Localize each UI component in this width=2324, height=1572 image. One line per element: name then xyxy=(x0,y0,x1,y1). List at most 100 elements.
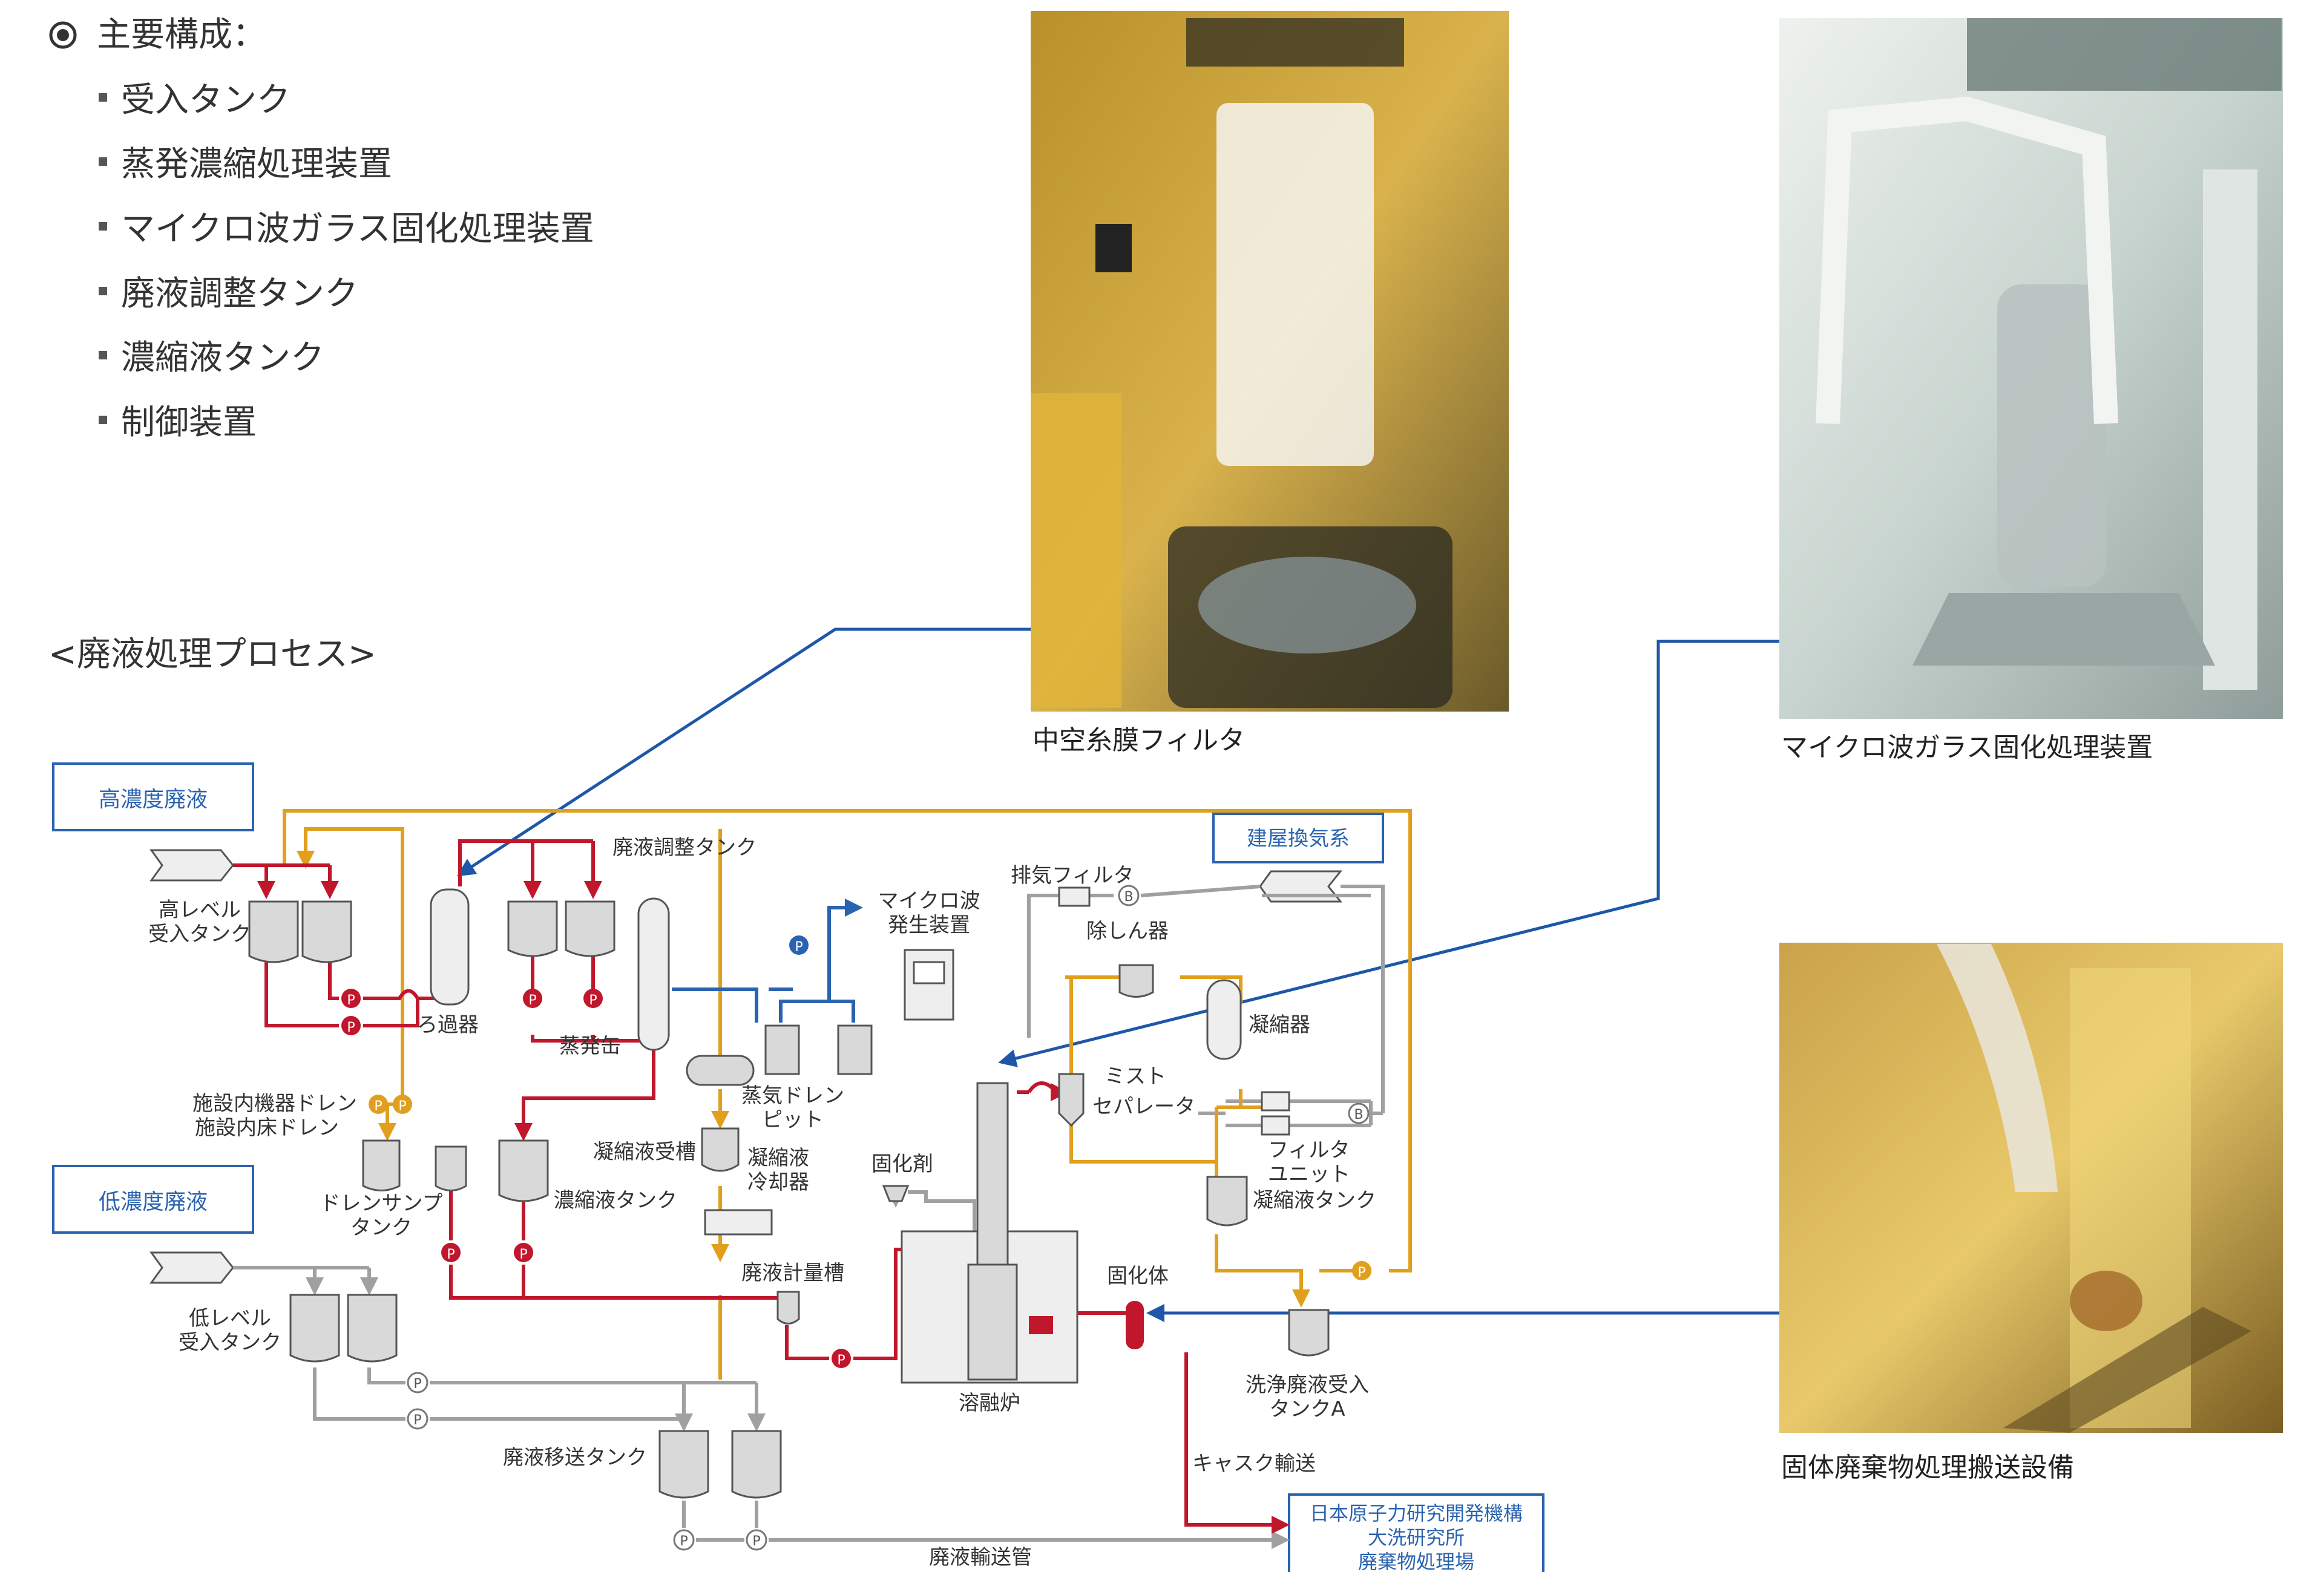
pump-icon: P xyxy=(523,989,542,1008)
photo-caption-microwave: マイクロ波ガラス固化処理装置 xyxy=(1781,732,2153,763)
label-hl-tank: 高レベル xyxy=(159,898,241,922)
high-level-lines xyxy=(233,839,1290,1534)
microwave-generator xyxy=(904,949,954,1021)
box-low-waste: 低濃度廃液 xyxy=(52,1165,254,1234)
list-item: 蒸発濃縮処理装置 xyxy=(121,145,392,184)
box-low-label: 低濃度廃液 xyxy=(99,1190,208,1214)
label-dehum: 除しん器 xyxy=(1086,919,1169,943)
photo-caption-filter: 中空糸膜フィルタ xyxy=(1032,725,1245,756)
pump-icon: P xyxy=(583,989,603,1008)
label-wash-1: 洗浄廃液受入 xyxy=(1246,1373,1369,1397)
pump-icon: P xyxy=(1352,1261,1371,1280)
label-melter: 溶融炉 xyxy=(959,1391,1020,1415)
pump-icon: P xyxy=(407,1408,428,1430)
svg-text:P: P xyxy=(528,993,536,1008)
svg-text:P: P xyxy=(837,1353,845,1368)
pump-icon: P xyxy=(514,1243,533,1262)
blower-icon: B xyxy=(1118,885,1140,906)
blower-icon: B xyxy=(1348,1102,1370,1124)
label-wash-2: タンクA xyxy=(1269,1397,1345,1421)
condenser xyxy=(1206,979,1242,1060)
svg-text:P: P xyxy=(413,1413,421,1428)
filter-unit xyxy=(1058,886,1290,1136)
dest-line-1: 日本原子力研究開発機構 xyxy=(1310,1502,1523,1525)
pump-icon: P xyxy=(832,1349,851,1368)
pump-icon: P xyxy=(393,1095,412,1114)
inlet-arrow-low-icon xyxy=(149,1251,234,1284)
drain-sump-tank xyxy=(362,1139,401,1191)
pump-icon: P xyxy=(341,1016,361,1035)
list-bullet-icon xyxy=(99,157,107,166)
svg-text:P: P xyxy=(447,1247,455,1262)
low-level-tank-1 xyxy=(289,1294,340,1363)
pumps: P P P P P P P P P P P P P P P B B xyxy=(341,885,1371,1551)
label-cond-tank: 凝縮液タンク xyxy=(1253,1188,1376,1213)
label-fu-2: ユニット xyxy=(1268,1162,1350,1187)
list-item: 制御装置 xyxy=(121,403,257,442)
list-bullet-icon xyxy=(99,93,107,102)
melter-stack xyxy=(976,1082,1009,1266)
generator-screen xyxy=(913,961,945,984)
svg-text:P: P xyxy=(398,1099,406,1114)
svg-text:P: P xyxy=(347,993,355,1008)
pump-icon: P xyxy=(441,1243,461,1262)
photo-filter xyxy=(1031,11,1509,712)
svg-text:P: P xyxy=(752,1534,760,1549)
transfer-tank-1 xyxy=(658,1430,709,1499)
label-condenser: 凝縮器 xyxy=(1249,1013,1310,1037)
pump-icon: P xyxy=(341,989,361,1008)
low-level-tank-2 xyxy=(347,1294,398,1363)
label-pipe: 廃液輸送管 xyxy=(929,1545,1032,1570)
svg-text:P: P xyxy=(413,1377,421,1392)
label-adj-tank: 廃液調整タンク xyxy=(612,836,757,860)
process-title: <廃液処理プロセス> xyxy=(48,635,376,674)
label-conc-tank: 濃縮液タンク xyxy=(554,1188,677,1213)
photo-pointer-lines xyxy=(456,627,1779,1322)
svg-text:P: P xyxy=(589,993,597,1008)
label-ll-2: 受入タンク xyxy=(179,1331,281,1355)
label-filter: ろ過器 xyxy=(417,1013,479,1037)
list-bullet-icon xyxy=(99,351,107,359)
label-drain-2: 施設内床ドレン xyxy=(195,1116,339,1140)
list-item: 受入タンク xyxy=(121,80,290,120)
equipment-labels: 高レベル 受入タンク ろ過器 廃液調整タンク 蒸発缶 蒸気ドレン ピット マイク… xyxy=(148,836,1376,1570)
label-sump-1: ドレンサンプ xyxy=(320,1191,443,1216)
label-mist-2: セパレータ xyxy=(1092,1095,1195,1119)
condensate-lines xyxy=(283,809,1412,1380)
svg-text:B: B xyxy=(1124,889,1133,905)
label-mist-1: ミスト xyxy=(1105,1064,1166,1089)
high-level-tank-1 xyxy=(248,900,299,963)
solid-body-icon xyxy=(1126,1301,1144,1349)
list-bullet-icon xyxy=(99,416,107,424)
bullet-dot-icon xyxy=(57,29,69,41)
melter-body xyxy=(967,1263,1018,1381)
cooler-exchanger xyxy=(704,1209,773,1236)
dust-remover xyxy=(1118,964,1154,998)
label-cool-1: 凝縮液 xyxy=(747,1146,809,1170)
inlet-arrow-high-icon xyxy=(149,849,234,882)
high-level-tank-2 xyxy=(301,900,352,963)
label-steam-2: ピット xyxy=(762,1108,824,1132)
condensate-tank xyxy=(1206,1176,1248,1226)
label-solidifier: 固化剤 xyxy=(872,1152,933,1176)
svg-text:P: P xyxy=(795,940,803,955)
pump-icon: P xyxy=(407,1372,428,1394)
list-bullet-icon xyxy=(99,222,107,231)
equipment xyxy=(248,888,1330,1499)
svg-text:B: B xyxy=(1354,1107,1363,1122)
label-cask: キャスク輸送 xyxy=(1192,1452,1316,1476)
photo-caption-transport: 固体廃棄物処理搬送設備 xyxy=(1781,1452,2074,1483)
composition-heading: 主要構成： xyxy=(97,15,266,54)
svg-text:P: P xyxy=(1357,1265,1365,1280)
solidifier-hopper xyxy=(882,1185,910,1202)
low-level-lines xyxy=(233,885,1385,1549)
label-solid: 固化体 xyxy=(1107,1264,1169,1288)
box-building-vent: 建屋換気系 xyxy=(1212,813,1384,863)
concentrate-tank xyxy=(498,1139,549,1202)
receiving-tank-small xyxy=(435,1145,467,1191)
label-transfer-tank: 廃液移送タンク xyxy=(503,1446,647,1470)
adjust-tank-1 xyxy=(507,900,558,957)
label-ll-1: 低レベル xyxy=(189,1306,271,1331)
steam-drain-pit-2 xyxy=(837,1024,873,1075)
label-mw-2: 発生装置 xyxy=(888,913,970,937)
